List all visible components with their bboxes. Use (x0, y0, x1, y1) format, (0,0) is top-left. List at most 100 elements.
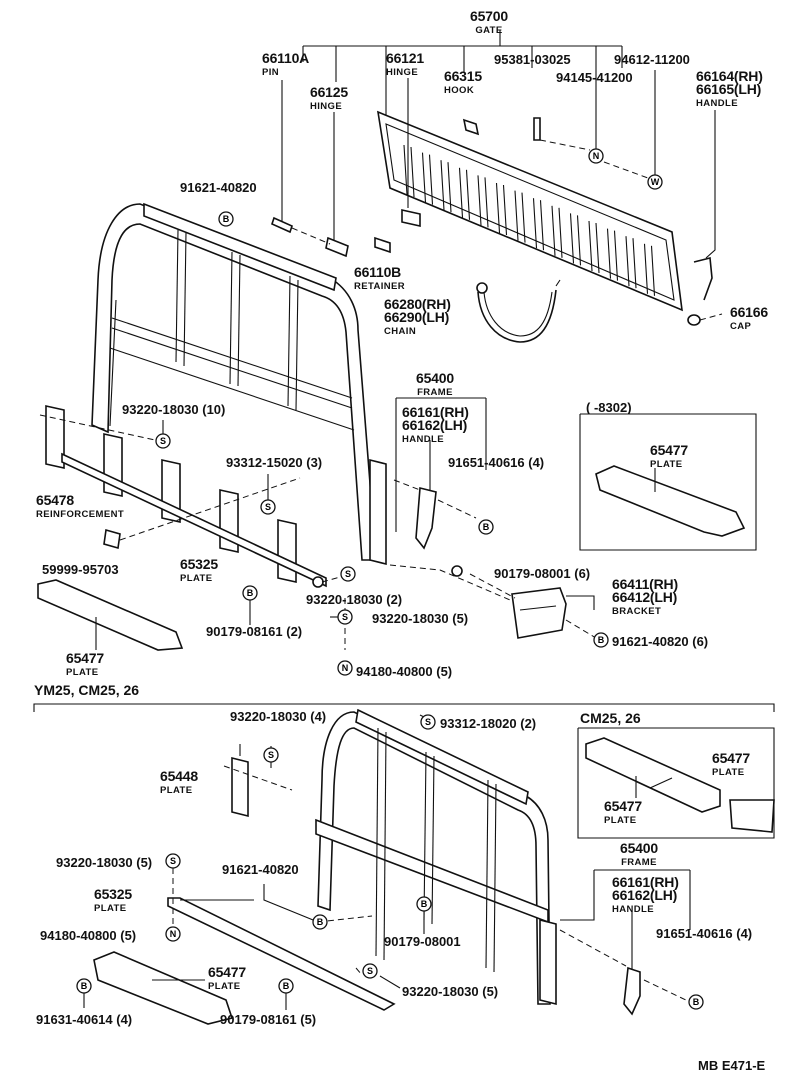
label-94145-41200: 94145-41200 (556, 70, 633, 85)
label-93220-18030-2: 93220-18030 (2) (306, 592, 403, 607)
lower-bar-65325 (167, 868, 401, 1011)
label-59999-95703: 59999-95703 (42, 562, 119, 577)
label-90179-08001-6: 90179-08001 (6) (494, 566, 591, 581)
label-93312-15020: 93312-15020 (3) (226, 455, 323, 470)
svg-text:S: S (265, 502, 271, 512)
label-91651-40616-b: 91651-40616 (4) (656, 926, 753, 941)
symbol-b: B (76, 978, 92, 994)
gate-rib (551, 205, 563, 258)
svg-text:S: S (367, 966, 373, 976)
label-95381-03025: 95381-03025 (494, 52, 571, 67)
svg-text:B: B (81, 981, 88, 991)
symbol-s: S (420, 714, 436, 730)
symbol-b: B (478, 519, 494, 535)
label-93220-18030-4: 93220-18030 (4) (230, 709, 327, 724)
label-bracket-66411: 66411(RH)66412(LH)BRACKET (612, 576, 678, 617)
symbol-b: B (278, 978, 294, 994)
symbol-b: B (593, 632, 609, 648)
gate-rib (458, 167, 471, 220)
svg-text:B: B (483, 522, 490, 532)
gate-rib (495, 182, 508, 236)
symbol-b: B (416, 896, 432, 912)
symbol-n: N (337, 660, 353, 676)
svg-text:W: W (651, 177, 660, 187)
label-90179-08161-5: 90179-08161 (5) (220, 1012, 317, 1027)
label-handle-66164: 66164(RH)66165(LH)HANDLE (696, 68, 763, 109)
svg-text:B: B (598, 635, 605, 645)
label-93220-18030-10: 93220-18030 (10) (122, 402, 226, 417)
label-94612-11200: 94612-11200 (614, 52, 690, 67)
svg-text:N: N (170, 929, 177, 939)
gate-rib (569, 213, 582, 266)
label-handle-66161-a: 66161(RH)66162(LH)HANDLE (402, 404, 469, 445)
svg-text:B: B (317, 917, 324, 927)
gate-rib (606, 228, 619, 281)
svg-text:B: B (283, 981, 290, 991)
gate-rib (532, 198, 545, 251)
lower-plate-65477 (83, 951, 287, 1025)
symbol-b: B (218, 211, 234, 227)
gate-rib (440, 160, 452, 213)
label-94180-40800-a: 94180-40800 (5) (356, 664, 453, 679)
gate-leader-lines (281, 30, 716, 259)
gate-rib (477, 175, 489, 228)
label-91631-40614: 91631-40614 (4) (36, 1012, 133, 1027)
symbol-w: W (647, 174, 663, 190)
label-91621-40820-a: 91621-40820 (180, 180, 257, 195)
symbol-s: S (340, 566, 356, 582)
svg-text:S: S (345, 569, 351, 579)
svg-text:B: B (223, 214, 230, 224)
svg-text:N: N (342, 663, 349, 673)
gate-rib (403, 144, 415, 198)
gate-hardware (271, 117, 723, 326)
label-93220-18030-5b: 93220-18030 (5) (56, 855, 153, 870)
svg-text:S: S (342, 612, 348, 622)
label-93220-18030-5a: 93220-18030 (5) (372, 611, 469, 626)
upper-frame (91, 202, 387, 566)
svg-text:S: S (425, 717, 431, 727)
label-94180-40800-b: 94180-40800 (5) (40, 928, 137, 943)
gate-rib (625, 236, 637, 289)
svg-text:N: N (593, 151, 600, 161)
gate-rib (514, 190, 526, 243)
label-93220-18030-5c: 93220-18030 (5) (402, 984, 499, 999)
label-variant-ym25: YM25, CM25, 26 (34, 682, 140, 698)
tailgate (376, 110, 683, 312)
lower-frame (315, 708, 557, 1006)
symbol-s: S (263, 747, 279, 763)
dated-inset-box (579, 413, 757, 551)
lower-frame-leaders (263, 714, 691, 1016)
label-91621-40820-6: 91621-40820 (6) (612, 634, 709, 649)
svg-text:S: S (160, 436, 166, 446)
chain (476, 279, 561, 343)
bracket (451, 565, 597, 639)
lower-plate-65448 (223, 744, 293, 818)
label-variant-cm25: CM25, 26 (580, 710, 641, 726)
label-90179-08161-2: 90179-08161 (2) (206, 624, 303, 639)
gate-rib (588, 220, 600, 274)
label-90179-08001: 90179-08001 (384, 934, 461, 949)
symbol-s: S (362, 963, 378, 979)
svg-text:S: S (170, 856, 176, 866)
symbol-s: S (260, 499, 276, 515)
symbol-b: B (242, 585, 258, 601)
upper-reinforcements (39, 405, 345, 625)
svg-text:B: B (421, 899, 428, 909)
